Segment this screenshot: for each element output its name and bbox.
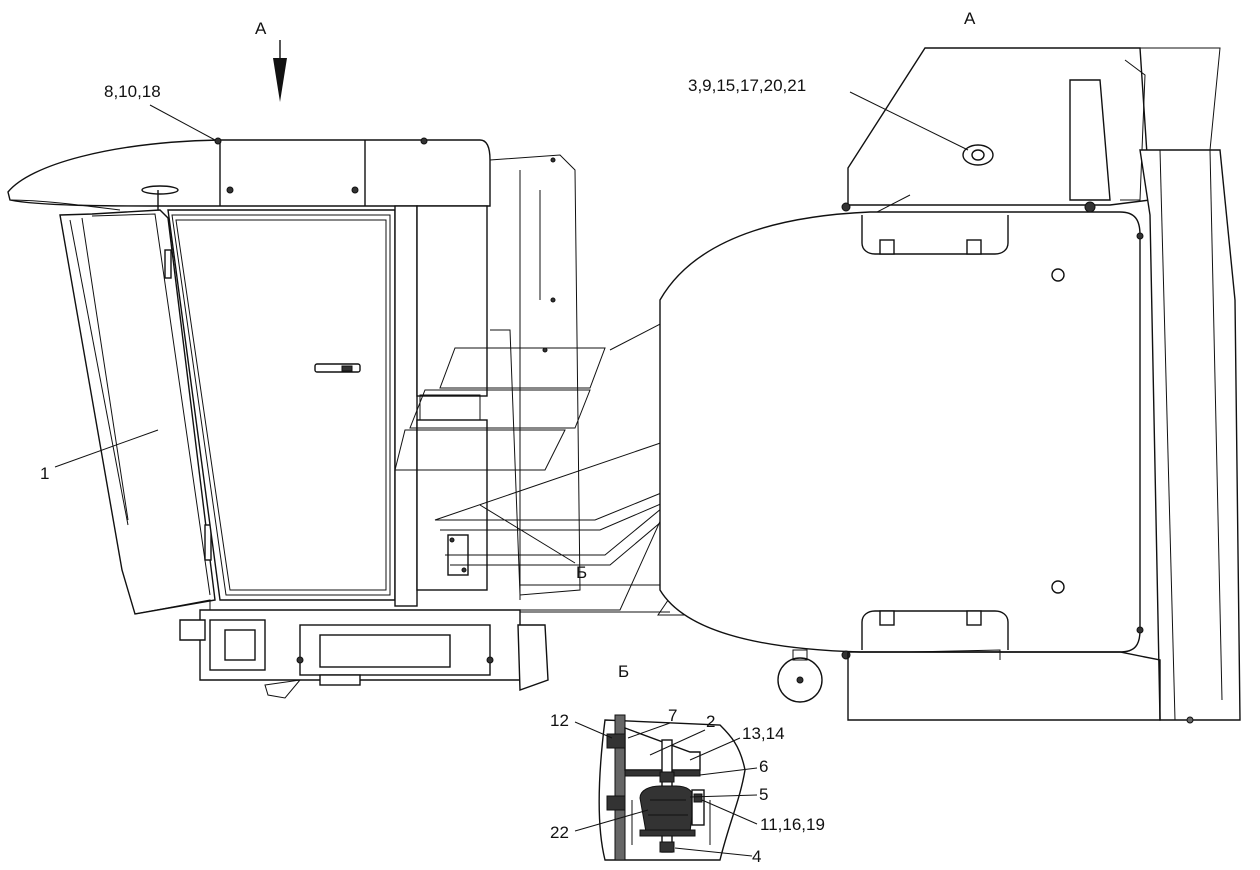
callout-22: 22 (550, 823, 569, 842)
view-a-top (659, 47, 1241, 724)
callout-4: 4 (752, 847, 761, 866)
callout-3-9-15-17-20-21: 3,9,15,17,20,21 (688, 76, 806, 95)
view-a-arrow (273, 40, 287, 102)
callout-2: 2 (706, 712, 715, 731)
callout-1: 1 (40, 464, 49, 483)
callout-6: 6 (759, 757, 768, 776)
cab-side-view (7, 137, 581, 699)
labels: А А Б Б 1 8,10,18 3,9,15,17,20,21 12 7 2… (40, 9, 976, 866)
view-b-title: Б (618, 662, 629, 681)
view-b-pointer-label: Б (576, 563, 587, 582)
callout-12: 12 (550, 711, 569, 730)
leader-lines (54, 91, 969, 857)
view-a-title: А (964, 9, 976, 28)
view-a-arrow-label: А (255, 19, 267, 38)
callout-5: 5 (759, 785, 768, 804)
callout-7: 7 (668, 706, 677, 725)
callout-13-14: 13,14 (742, 724, 785, 743)
callout-11-16-19: 11,16,19 (760, 815, 825, 834)
detail-b (598, 714, 746, 861)
callout-8-10-18: 8,10,18 (104, 82, 161, 101)
